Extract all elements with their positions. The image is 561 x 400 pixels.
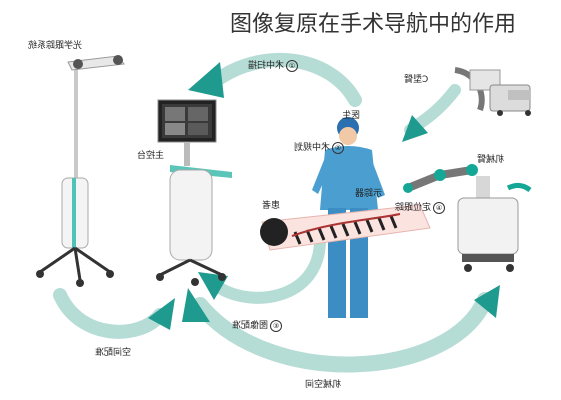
workstation <box>156 99 232 286</box>
label-carm: C型臂 <box>404 75 429 85</box>
label-robot: 机械臂 <box>477 155 505 165</box>
page-title: 图像复原在手术导航中的作用 <box>230 12 517 37</box>
arrow-inner <box>198 234 326 304</box>
label-surgeon: 医生 <box>342 111 361 121</box>
label-bottom: 机械空间 <box>305 380 342 390</box>
optical-tracker <box>36 55 125 287</box>
label-bottom-left: 空间配准 <box>95 348 132 358</box>
patient-bed <box>260 204 431 251</box>
arrow-left-bottom <box>53 288 175 339</box>
label-tracker: 光学跟踪系统 <box>28 41 83 51</box>
label-patient: 患者 <box>262 201 281 211</box>
c-arm <box>454 67 531 116</box>
robot-arm <box>403 164 532 272</box>
arrow-carm-robot <box>402 84 461 142</box>
label-marker: 示踪器 <box>355 189 383 199</box>
arrow-bottom <box>182 285 500 373</box>
label-workstation: 主控台 <box>137 151 165 161</box>
